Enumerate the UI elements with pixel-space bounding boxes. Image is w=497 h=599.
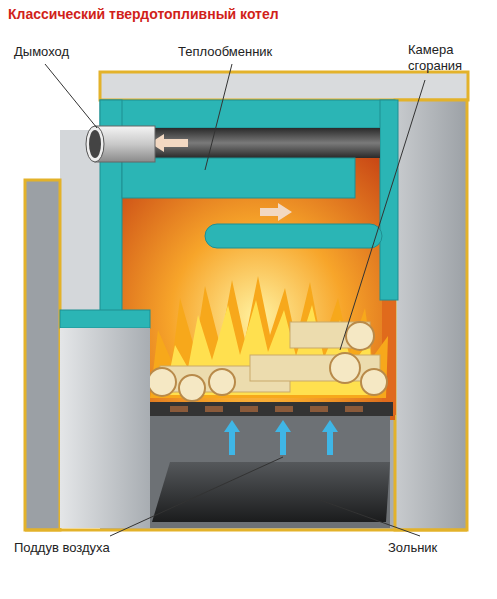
air-arrow bbox=[322, 420, 338, 455]
ash-pan bbox=[152, 462, 390, 522]
log-end bbox=[330, 353, 360, 383]
leader-line bbox=[320, 500, 420, 536]
water-jacket-right bbox=[380, 100, 398, 300]
flow-arrow bbox=[260, 203, 292, 221]
leader-line bbox=[340, 80, 425, 350]
left-front-wall bbox=[25, 180, 60, 530]
grate-slots bbox=[170, 406, 363, 412]
part-label: Зольник bbox=[388, 540, 437, 556]
grate-slot bbox=[275, 406, 293, 412]
grate-slot bbox=[170, 406, 188, 412]
diagram-title: Классический твердотопливный котел bbox=[8, 6, 279, 22]
log-end bbox=[346, 322, 374, 350]
ash-chamber bbox=[150, 416, 390, 528]
log-end bbox=[179, 375, 205, 401]
firewood bbox=[148, 322, 387, 401]
log-end bbox=[361, 369, 387, 395]
flow-arrow bbox=[150, 134, 188, 152]
baffle-plate bbox=[205, 224, 382, 248]
water-jacket-bottom bbox=[60, 310, 150, 328]
chimney-opening bbox=[89, 130, 101, 158]
leader-lines bbox=[45, 64, 425, 536]
part-label: Камера сгорания bbox=[408, 42, 490, 74]
log-end bbox=[148, 368, 176, 396]
log-end bbox=[209, 369, 235, 395]
air-arrows bbox=[224, 420, 338, 455]
grate bbox=[145, 402, 393, 416]
top-slab bbox=[100, 72, 468, 100]
flue-channel bbox=[122, 128, 380, 158]
heat-exchanger-plate bbox=[122, 158, 355, 198]
leader-line bbox=[45, 64, 97, 128]
combustion-chamber bbox=[120, 128, 395, 420]
right-wall bbox=[395, 100, 467, 530]
grate-slot bbox=[240, 406, 258, 412]
part-label: Теплообменник bbox=[178, 44, 272, 60]
grate-slot bbox=[205, 406, 223, 412]
air-arrow bbox=[275, 420, 291, 455]
left-upper-wall bbox=[60, 130, 102, 315]
grate-slot bbox=[345, 406, 363, 412]
part-label: Дымоход bbox=[14, 44, 69, 60]
water-jacket-top bbox=[100, 100, 395, 128]
chimney-opening bbox=[86, 126, 104, 162]
air-arrow bbox=[224, 420, 240, 455]
lower-left-block bbox=[60, 328, 150, 528]
grate-slot bbox=[310, 406, 328, 412]
part-label: Поддув воздуха bbox=[14, 540, 110, 556]
leader-line bbox=[110, 457, 283, 536]
leader-line bbox=[205, 64, 232, 170]
